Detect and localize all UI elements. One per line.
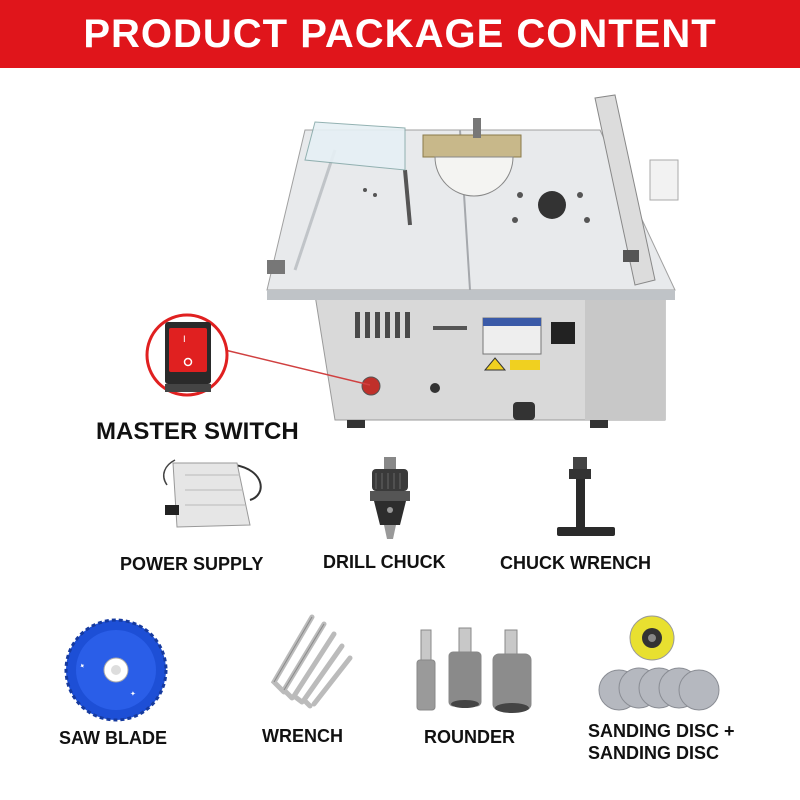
sanding-disc-image [598,615,720,711]
drill-chuck-image [370,457,410,539]
saw-blade-image: ✦ ✦ [64,618,168,722]
saw-blade-label: SAW BLADE [59,728,167,748]
rounder-label: ROUNDER [424,727,516,747]
sanding-disc-label-line1: SANDING DISC + [588,721,735,741]
sanding-disc-label-line2: SANDING DISC [588,743,720,763]
table-saw-image [266,94,679,428]
page-title: PRODUCT PACKAGE CONTENT [83,11,717,56]
svg-text:I: I [183,335,186,345]
sanding-disc-label: SANDING DISC + SANDING DISC [588,720,735,764]
wrench-label: WRENCH [262,726,343,746]
power-supply-label: POWER SUPPLY [120,554,264,574]
power-supply-image [163,459,262,528]
wrench-image [270,614,353,709]
rounder-image [416,627,532,713]
master-switch-label: MASTER SWITCH [96,418,299,445]
master-switch-image: I [145,313,371,397]
svg-text:✦: ✦ [78,661,87,671]
drill-chuck-label: DRILL CHUCK [323,552,446,572]
svg-text:✦: ✦ [130,690,136,698]
chuck-wrench-label: CHUCK WRENCH [500,553,651,573]
chuck-wrench-image [557,457,615,536]
header-banner: PRODUCT PACKAGE CONTENT [0,0,800,68]
